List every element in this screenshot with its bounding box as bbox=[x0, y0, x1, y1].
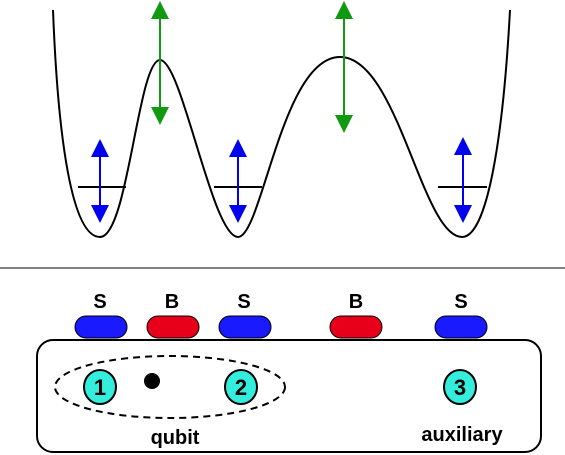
gate-label-5: S bbox=[454, 291, 467, 313]
gate-electrode-4 bbox=[329, 315, 383, 339]
gate-label-1: S bbox=[93, 291, 106, 313]
gate-electrode-3 bbox=[218, 315, 272, 339]
gate-electrode-5 bbox=[434, 315, 488, 339]
potential-curve bbox=[52, 9, 511, 239]
site-2-number: 2 bbox=[235, 375, 247, 400]
gate-label-4: B bbox=[349, 291, 363, 313]
gate-electrode-1 bbox=[74, 315, 128, 339]
site-2-circle bbox=[224, 369, 258, 405]
auxiliary-label: auxiliary bbox=[421, 424, 503, 446]
site-1-number: 1 bbox=[94, 375, 106, 400]
gate-label-2: B bbox=[165, 291, 179, 313]
site-3-number: 3 bbox=[454, 375, 466, 400]
device-box bbox=[36, 339, 542, 453]
electron-dot bbox=[144, 373, 160, 389]
qubit-ellipse bbox=[54, 355, 286, 419]
site-3-circle bbox=[443, 369, 477, 405]
gate-electrode-2 bbox=[146, 315, 200, 339]
qubit-label: qubit bbox=[151, 427, 200, 449]
site-1-circle bbox=[83, 369, 117, 405]
gate-label-3: S bbox=[237, 291, 250, 313]
